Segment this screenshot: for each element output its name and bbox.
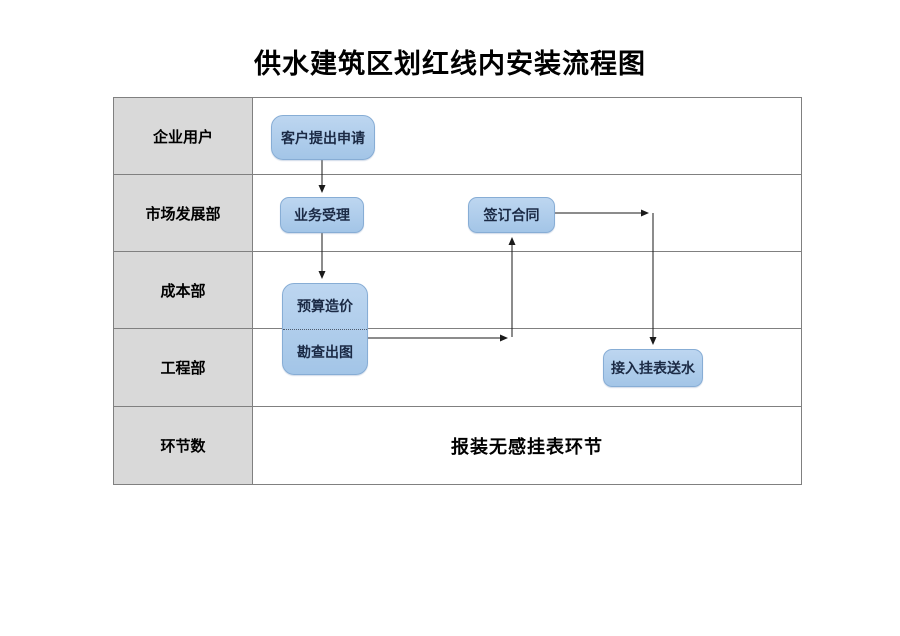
lane-label-enterprise-user: 企业用户	[114, 98, 253, 174]
lane-label-market-development: 市场发展部	[114, 175, 253, 251]
lane-cost-department: 成本部	[114, 252, 801, 329]
footer-note: 报装无感挂表环节	[451, 436, 603, 458]
node-service-acceptance: 业务受理	[280, 197, 364, 233]
lane-label-step-count: 环节数	[114, 407, 253, 484]
node-survey-drawing: 勘查出图	[283, 328, 367, 374]
node-meter-water-supply: 接入挂表送水	[603, 349, 703, 387]
node-budget-estimate-label: 预算造价	[297, 299, 353, 316]
node-sign-contract-label: 签订合同	[483, 208, 540, 224]
node-survey-drawing-label: 勘查出图	[297, 344, 353, 361]
node-budget-estimate: 预算造价	[283, 284, 367, 329]
node-customer-request-label: 客户提出申请	[281, 130, 365, 147]
lane-label-cost-department: 成本部	[114, 252, 253, 328]
node-customer-request: 客户提出申请	[271, 115, 375, 160]
lane-engineering-department: 工程部	[114, 329, 801, 407]
swimlane-table: 企业用户 市场发展部 成本部 工程部 环节数	[113, 97, 802, 485]
node-service-acceptance-label: 业务受理	[294, 208, 350, 224]
node-meter-water-supply-label: 接入挂表送水	[611, 361, 695, 377]
node-sign-contract: 签订合同	[468, 197, 555, 233]
lane-enterprise-user: 企业用户	[114, 98, 801, 175]
node-budget-survey-group: 预算造价 勘查出图	[282, 283, 368, 375]
lane-label-engineering-department: 工程部	[114, 329, 253, 406]
page-title: 供水建筑区划红线内安装流程图	[254, 49, 646, 80]
lane-step-count: 环节数	[114, 407, 801, 484]
lane-market-development: 市场发展部	[114, 175, 801, 252]
